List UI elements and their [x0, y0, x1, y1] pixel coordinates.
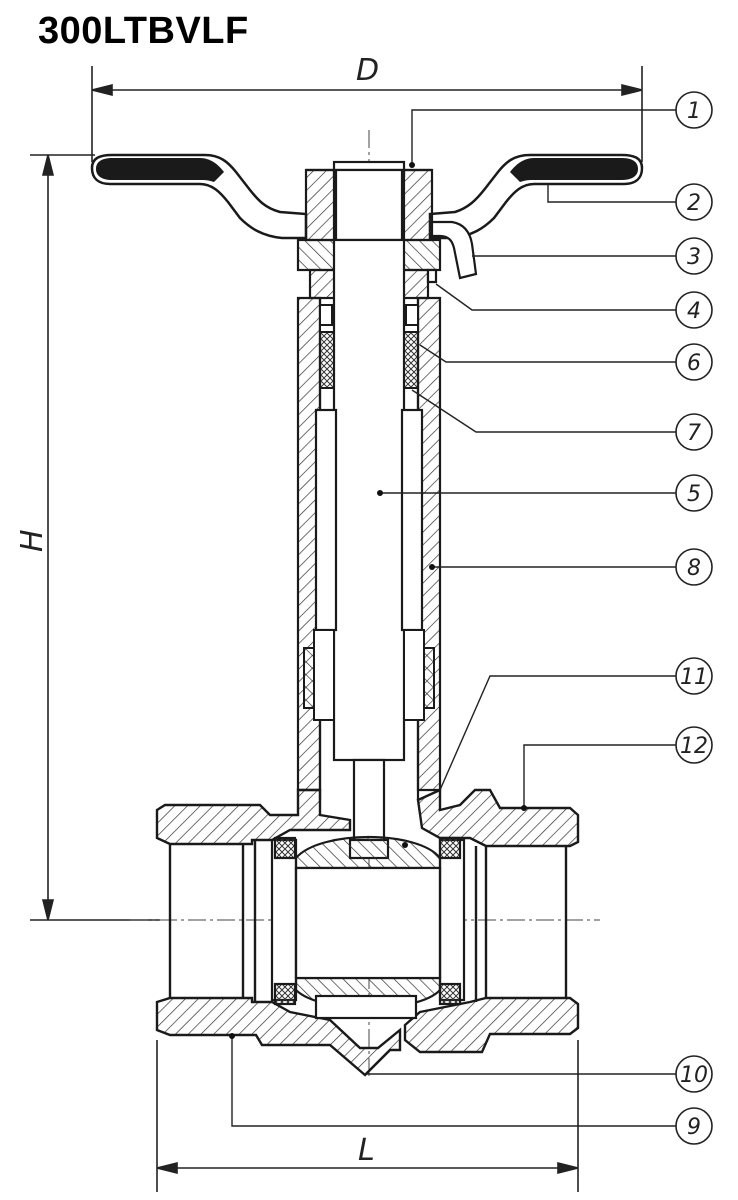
- callout-11-label: 11: [680, 665, 708, 690]
- ball-and-seats: [270, 835, 466, 1020]
- callout-9-label: 9: [687, 1115, 701, 1140]
- callout-4: 4: [675, 291, 713, 329]
- callout-8-label: 8: [687, 556, 701, 581]
- callout-4-label: 4: [687, 299, 701, 324]
- dimension-l-label: L: [358, 1133, 375, 1168]
- callout-8: 8: [675, 548, 713, 586]
- leader-lines: [231, 109, 676, 1127]
- dimension-h-label: H: [15, 529, 50, 552]
- callout-6: 6: [675, 343, 713, 381]
- callout-1-label: 1: [687, 99, 701, 124]
- callout-5-label: 5: [687, 482, 701, 507]
- stem: [314, 168, 424, 860]
- callout-10: 10: [675, 1055, 713, 1093]
- top-nut: [304, 160, 434, 242]
- dimension-l: [156, 1040, 579, 1192]
- callout-11: 11: [675, 657, 713, 695]
- callout-6-label: 6: [687, 351, 701, 376]
- dimension-d-label: D: [356, 53, 379, 88]
- lower-bushing: [303, 629, 435, 721]
- callout-2: 2: [675, 183, 713, 221]
- leader-dots: [229, 162, 527, 1039]
- callout-2-label: 2: [687, 191, 701, 216]
- callout-1: 1: [675, 91, 713, 129]
- callout-9: 9: [675, 1107, 713, 1145]
- callout-12: 12: [675, 726, 713, 764]
- valve-body: [155, 788, 580, 1077]
- callout-10-label: 10: [680, 1063, 708, 1088]
- dimension-d: [91, 66, 643, 162]
- callout-7: 7: [675, 413, 713, 451]
- callout-5: 5: [675, 474, 713, 512]
- drawing-title: 300LTBVLF: [38, 10, 249, 52]
- callout-3-label: 3: [687, 245, 701, 270]
- callout-12-label: 12: [680, 734, 708, 759]
- callout-7-label: 7: [687, 421, 701, 446]
- dimension-h: [30, 154, 160, 921]
- callout-3: 3: [675, 237, 713, 275]
